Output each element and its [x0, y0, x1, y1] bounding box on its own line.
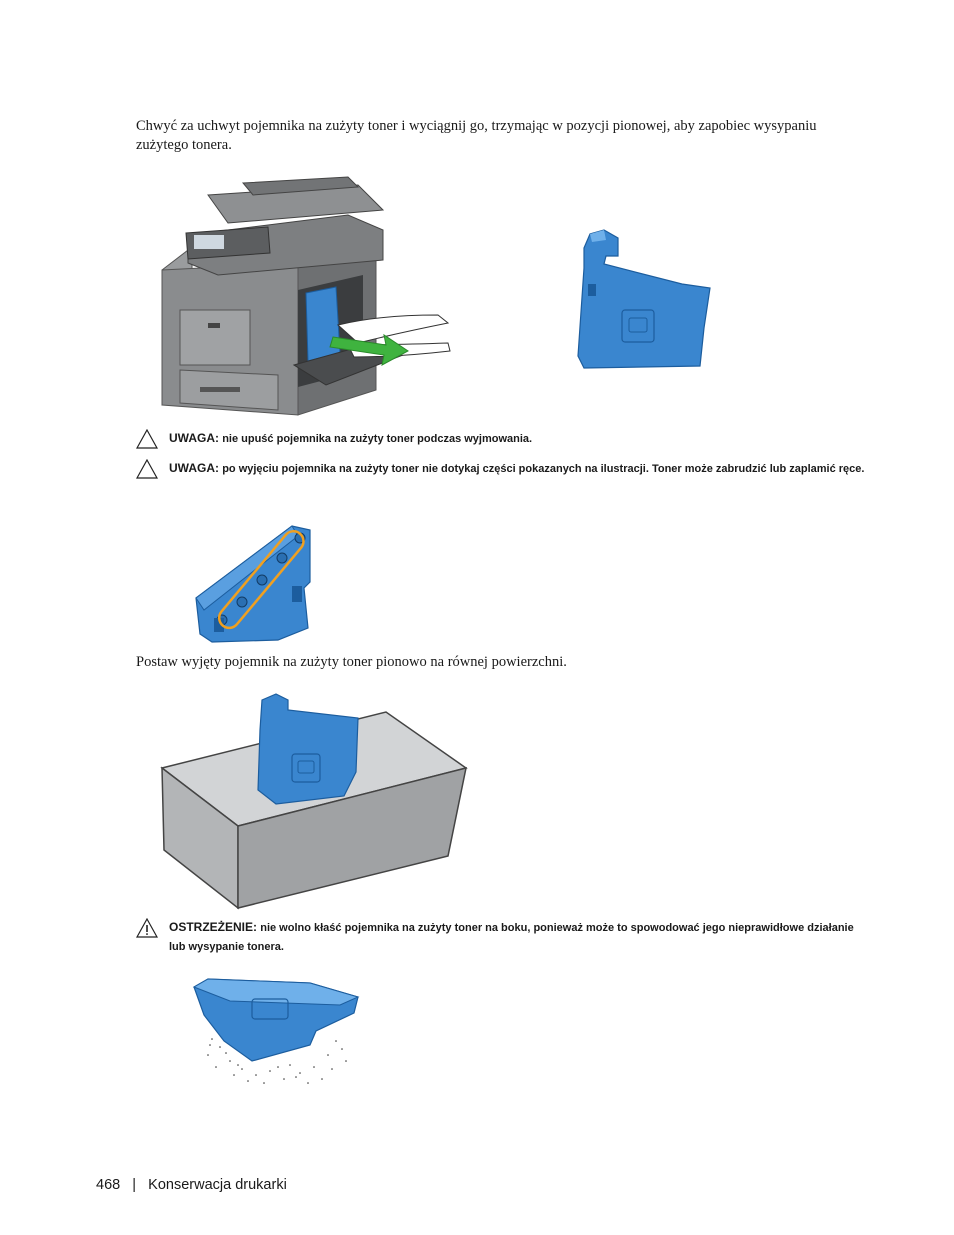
- step-instruction-remove-container: Chwyć za uchwyt pojemnika na zużyty tone…: [136, 117, 836, 155]
- warning-triangle-icon: [136, 918, 158, 938]
- section-title: Konserwacja drukarki: [148, 1177, 287, 1193]
- page-footer: 468 | Konserwacja drukarki: [96, 1177, 287, 1193]
- caution-note-2: UWAGA: po wyjęciu pojemnika na zużyty to…: [136, 459, 866, 479]
- caution-text: nie upuść pojemnika na zużyty toner podc…: [222, 433, 533, 445]
- caution-label: UWAGA:: [169, 431, 219, 445]
- warning-text: nie wolno kłaść pojemnika na zużyty tone…: [169, 922, 854, 953]
- caution-text: po wyjęciu pojemnika na zużyty toner nie…: [222, 463, 865, 475]
- caution-triangle-icon: [136, 429, 158, 449]
- container-do-not-touch-illustration: [195, 525, 311, 643]
- step-text: Chwyć za uchwyt pojemnika na zużyty tone…: [136, 118, 817, 153]
- warning-note: OSTRZEŻENIE: nie wolno kłaść pojemnika n…: [136, 918, 866, 957]
- step-text: Postaw wyjęty pojemnik na zużyty toner p…: [136, 654, 567, 670]
- caution-note-1: UWAGA: nie upuść pojemnika na zużyty ton…: [136, 429, 866, 449]
- page-number: 468: [96, 1177, 121, 1193]
- printer-removal-illustration: [161, 176, 451, 416]
- warning-label: OSTRZEŻENIE:: [169, 920, 258, 934]
- step-instruction-place-upright: Postaw wyjęty pojemnik na zużyty toner p…: [136, 653, 836, 672]
- spilled-toner-dots: [207, 1038, 347, 1084]
- caution-triangle-icon: [136, 459, 158, 479]
- container-lying-on-side-illustration: [192, 978, 360, 1084]
- waste-toner-container-illustration: [577, 229, 711, 369]
- container-on-flat-surface-illustration: [160, 693, 468, 910]
- footer-separator: |: [132, 1177, 137, 1193]
- caution-label: UWAGA:: [169, 461, 219, 475]
